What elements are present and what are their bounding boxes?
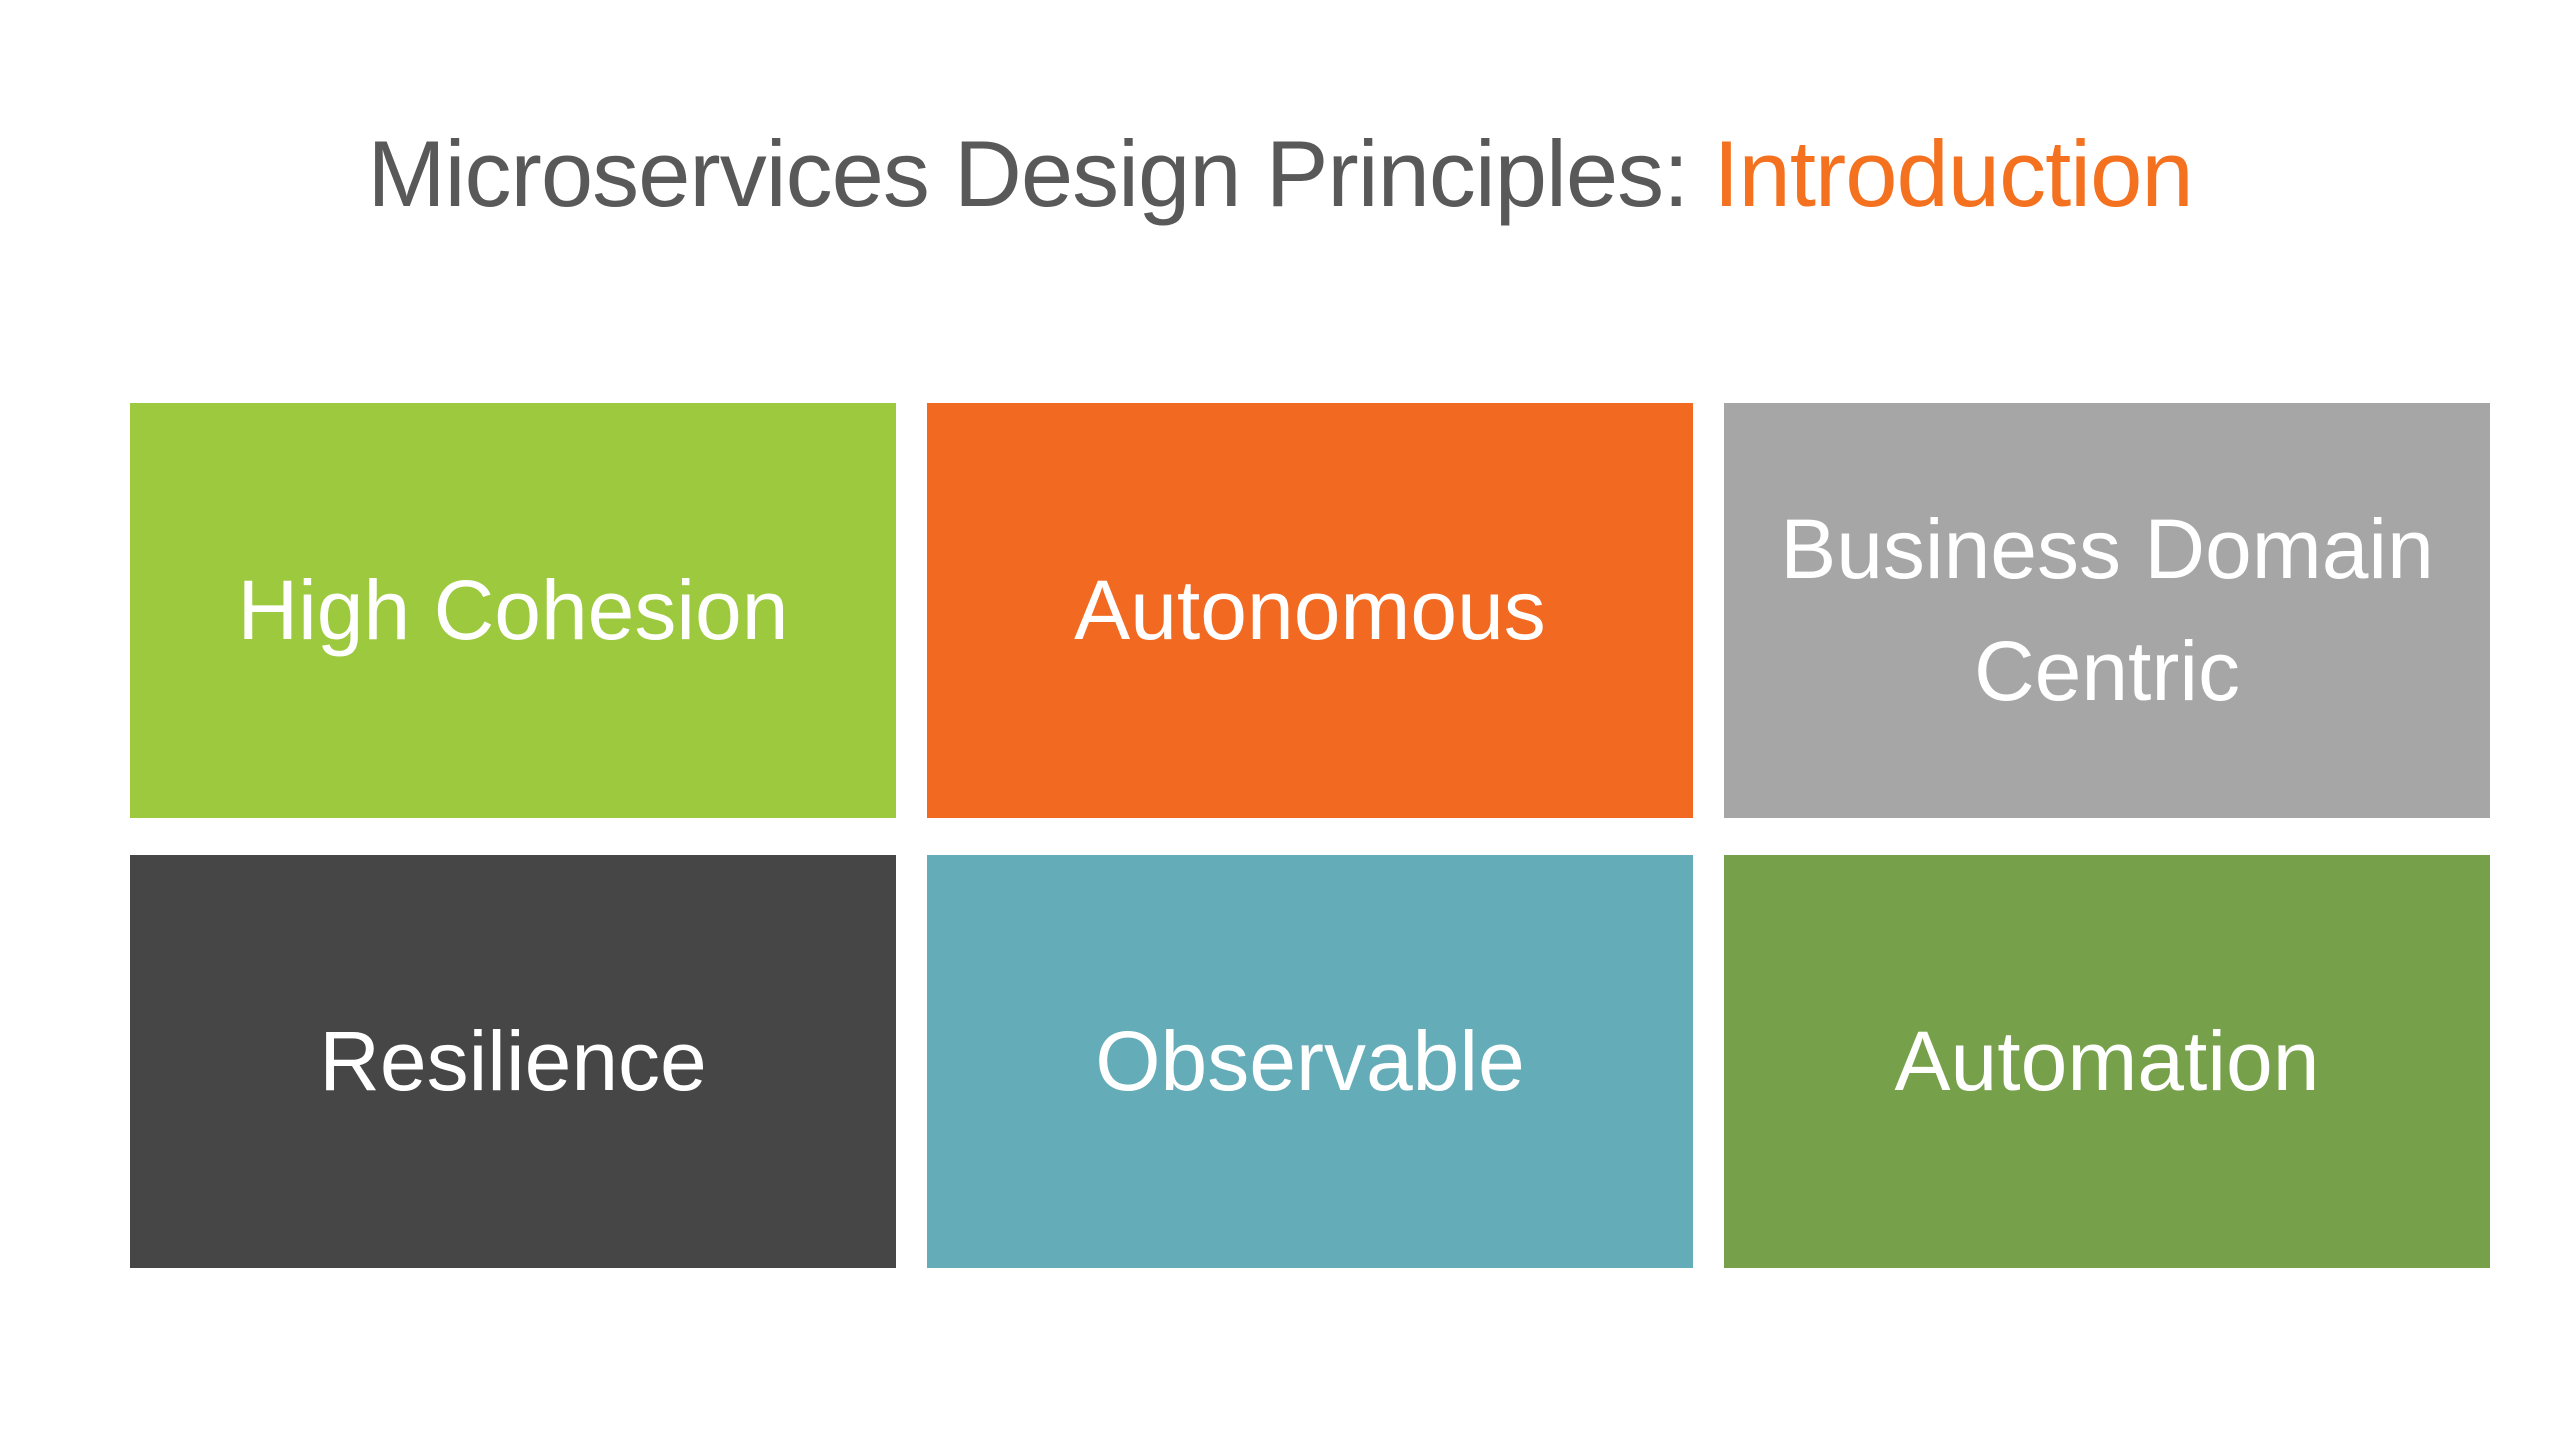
slide-title: Microservices Design Principles: Introdu… (0, 118, 2560, 231)
slide-title-main: Microservices Design Principles: (367, 121, 1714, 226)
principle-box-business-domain-centric: Business Domain Centric (1724, 403, 2490, 818)
principle-box-autonomous: Autonomous (927, 403, 1693, 818)
principle-label: High Cohesion (237, 562, 789, 657)
slide-title-highlight: Introduction (1713, 121, 2193, 226)
principle-box-automation: Automation (1724, 855, 2490, 1268)
principle-label: Resilience (319, 1013, 707, 1108)
principle-box-observable: Observable (927, 855, 1693, 1268)
principle-box-high-cohesion: High Cohesion (130, 403, 896, 818)
principle-box-resilience: Resilience (130, 855, 896, 1268)
principle-label: Autonomous (1074, 562, 1546, 657)
principle-label: Automation (1894, 1013, 2320, 1108)
principle-label: Observable (1095, 1013, 1525, 1108)
principles-grid: High Cohesion Autonomous Business Domain… (130, 403, 2490, 1268)
principle-label: Business Domain Centric (1780, 501, 2434, 718)
